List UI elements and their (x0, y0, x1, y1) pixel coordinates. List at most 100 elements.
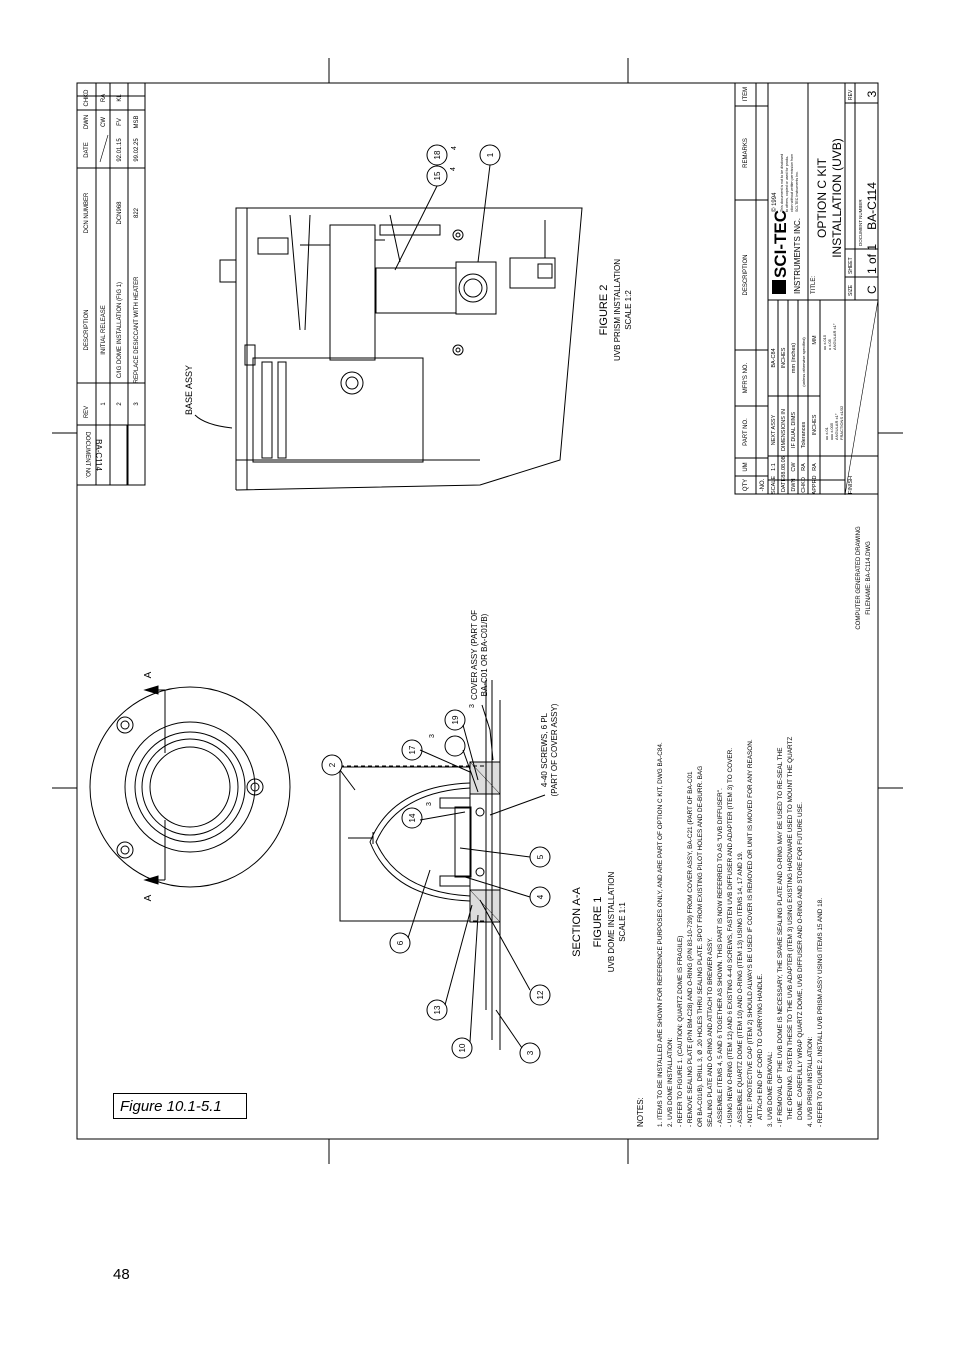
screws-label: 4-40 SCREWS, 6 PL (540, 712, 549, 787)
bom-header-partno: PART NO. (743, 418, 749, 446)
rev-row1-rev: 1 (101, 402, 107, 406)
tol-note: (unless otherwise specified) (801, 337, 806, 387)
note-line: THE OPENING. FASTEN THESE TO THE UVB ADA… (787, 737, 794, 1120)
notes-heading: NOTES: (636, 1097, 645, 1127)
balloon-3: 3 (526, 1050, 535, 1055)
rev-row3-rev: 3 (134, 402, 140, 406)
balloon-4: 4 (536, 894, 545, 899)
doc-no-label: DOCUMENT NO. (84, 432, 90, 479)
tol-mm-0: xx ±.015 (822, 334, 827, 350)
balloon-10: 10 (458, 1043, 467, 1052)
rev-row3-dwn: MSB (134, 115, 140, 128)
qty-17: 3 (429, 734, 436, 738)
dual-label: IF DUAL DIMS (791, 412, 797, 448)
cover-assy-label: COVER ASSY (PART OF (470, 610, 479, 700)
balloon-6: 6 (396, 940, 405, 945)
rev-row2-dwn: FV (117, 118, 123, 126)
drawing-title-1: OPTION C KIT (815, 157, 829, 238)
bom-header-qty: QTY (743, 479, 749, 491)
next-assy-value: BA-C84 (771, 348, 777, 367)
chkd-label: CHKD (801, 477, 807, 493)
bom-header-desc: DESCRIPTION (743, 254, 749, 295)
sheet-label: SHEET (848, 257, 854, 274)
rev-row1-desc: INITIAL RELEASE (101, 305, 107, 354)
docnum-label: DOCUMENT NUMBER (858, 199, 863, 246)
rev-row2-date: 92.01.15 (117, 138, 123, 162)
figure1-title: FIGURE 1 (592, 897, 604, 948)
bom-header-mfr: MFR'S NO. (743, 362, 749, 393)
company-name: SCI-TEC (771, 210, 790, 278)
company-name2: INSTRUMENTS INC. (793, 218, 802, 294)
no-label: -NO. (760, 478, 766, 491)
balloon-19: 19 (451, 715, 460, 724)
zone-ticks (52, 58, 903, 1164)
tol-in-3: FRACTIONS ±1/32 (839, 405, 844, 440)
balloon-2: 2 (328, 762, 337, 767)
cover-assy-leader (481, 704, 494, 761)
next-assy-label: NEXT ASSY (771, 414, 777, 445)
note-line: ATTACH END OF CORD TO CARRYING HANDLE. (757, 973, 764, 1120)
scale-value: 1:1 (771, 463, 777, 471)
note-line: - ASSEMBLE ITEMS 4, 5 AND 6 TOGETHER AS … (717, 788, 724, 1127)
note-line: 3. UVB DOME REMOVAL: (767, 1051, 774, 1127)
figure2-title: FIGURE 2 (598, 285, 610, 336)
cover-assy-label2: BA-C01 OR BA-C01/B) (480, 613, 489, 696)
chkd-value: RA (801, 463, 807, 471)
figure2-scale: SCALE 1:2 (624, 290, 633, 330)
qty-19: 3 (469, 704, 476, 708)
doc-no: BA-C114 (94, 439, 103, 471)
section-title: SECTION A-A (571, 887, 583, 957)
balloon-17: 17 (408, 745, 417, 754)
balloon-13: 13 (433, 1005, 442, 1014)
tol-mm: MM (812, 335, 818, 345)
bom-header-um: UM (743, 462, 749, 471)
title-block-text: QTY UM PART NO. MFR'S NO. DESCRIPTION RE… (743, 87, 879, 495)
rev-header-date: DATE (84, 142, 90, 158)
dwn-value: CW (791, 462, 797, 472)
note-line: - USING NEW O-RING (ITEM 12) AND 6 EXIST… (727, 748, 734, 1127)
note-line: OR BA-C01/B). DRILL 3, Ø .20 HOLES THRU … (697, 766, 704, 1127)
rev-row2-chkd: KL (117, 94, 123, 102)
tol-mm-2: ANGULAR ±1° (832, 323, 837, 350)
page-number: 48 (113, 1266, 130, 1283)
rev-row2-desc: C/IG DOME INSTALLATION (FIG 1) (117, 282, 123, 378)
copyright-note-3: SCI-TEC Instruments Inc. (795, 171, 799, 212)
note-line: DOME. CAREFULLY WRAP QUARTZ DOME, UVB DI… (797, 802, 804, 1120)
sheet-value: 1 of 1 (865, 244, 879, 274)
rev-row3-date: 99.02.25 (134, 138, 140, 162)
rev-header-rev: REV (84, 406, 90, 418)
scale-label: SCALE (771, 476, 777, 494)
rev-header-chkd: CHKD (84, 89, 90, 107)
dual-value: mm (inches) (791, 343, 797, 373)
computer-gen-label: COMPUTER GENERATED DRAWING (856, 526, 862, 630)
section-label-bottom: A (143, 894, 154, 901)
balloon-1: 1 (486, 152, 495, 157)
qty-15: 4 (450, 167, 457, 171)
note-line: 1. ITEMS TO BE INSTALLED ARE SHOWN FOR R… (657, 742, 664, 1127)
apprd-value: RA (812, 463, 818, 471)
size-label: SIZE (848, 284, 854, 296)
note-line: - IF REMOVAL OF THE UVB DOME IS NECESSAR… (777, 747, 784, 1127)
figure1-subtitle: UVB DOME INSTALLATION (607, 871, 616, 972)
docnum-value: BA-C114 (865, 182, 879, 230)
rev-row1-dwn: CW (101, 117, 107, 127)
bom-header-remarks: REMARKS (743, 138, 749, 168)
tol-in-0: xx ±.01 (824, 426, 829, 440)
copyright-note-2: ction without written permission from (790, 154, 794, 212)
note-line: - REFER TO FIGURE 1. (CAUTION: QUARTZ DO… (677, 936, 684, 1127)
note-line: - ASSEMBLE QUARTZ DOME (ITEM 10) AND O-R… (737, 851, 744, 1127)
figure2-subtitle: UVB PRISM INSTALLATION (613, 259, 622, 361)
balloon-12: 12 (536, 990, 545, 999)
base-assy-leader (194, 414, 233, 429)
date-value: 88.08.08 (781, 456, 787, 477)
drawing-title-2: INSTALLATION (UVB) (830, 138, 844, 258)
dims-label: DIMENSIONS IN (781, 409, 787, 451)
note-line: SEALING PLATE AND O-RING AND ATTACH TO B… (707, 937, 714, 1127)
section-label-top: A (143, 671, 154, 678)
balloon-15: 15 (433, 171, 442, 180)
note-line: 2. UVB DOME INSTALLATION: (667, 1038, 674, 1127)
figure-caption: Figure 10.1-5.1 (113, 1093, 247, 1119)
title-label: TITLE: (811, 276, 817, 294)
rev-row3-desc: REPLACE DESICCANT WITH HEATER (134, 276, 140, 383)
